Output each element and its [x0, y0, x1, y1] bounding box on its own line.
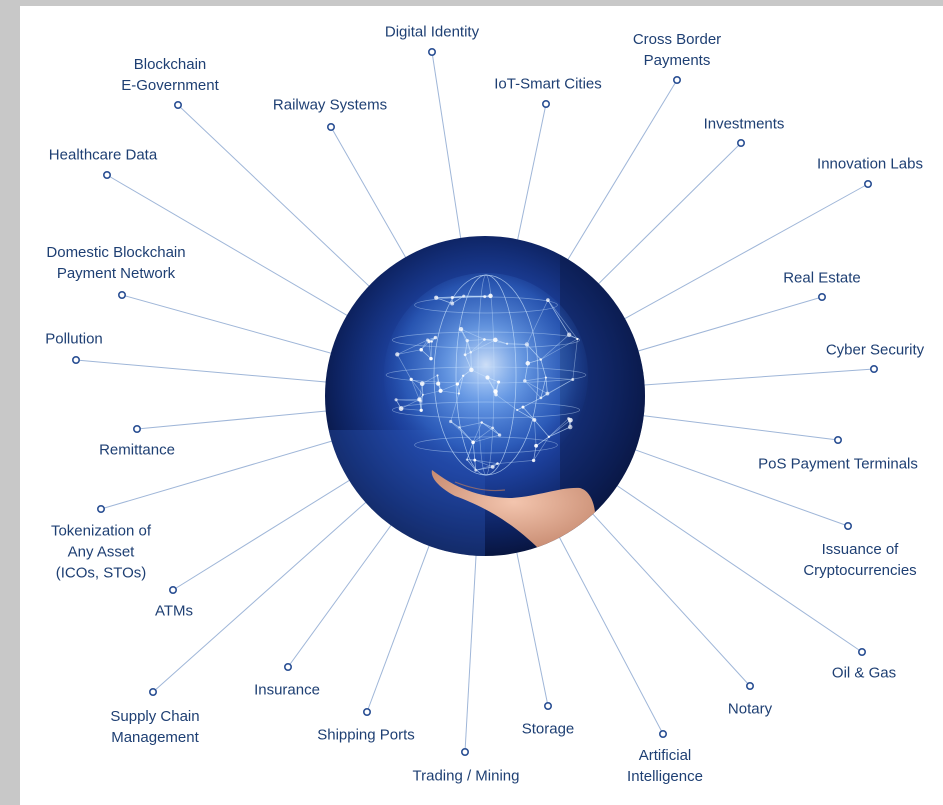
- use-case-label: Supply Chain Management: [110, 708, 200, 746]
- use-case-label: Digital Identity: [384, 23, 480, 41]
- use-case-label: Tokenization of Any Asset (ICOs, STOs): [50, 522, 152, 582]
- connector-line: [556, 532, 664, 735]
- connector-line: [638, 368, 875, 386]
- node-dot: [72, 355, 81, 364]
- use-case-label: Cross Border Payments: [632, 31, 722, 69]
- connector-line: [431, 51, 463, 244]
- connector-line: [464, 549, 477, 753]
- use-case-label: IoT-Smart Cities: [494, 75, 602, 93]
- use-case-label: Trading / Mining: [412, 767, 520, 785]
- use-case-label: Real Estate: [783, 269, 861, 287]
- node-dot: [843, 521, 852, 530]
- connector-line: [75, 359, 332, 383]
- connector-line: [612, 482, 863, 653]
- connector-line: [172, 476, 355, 591]
- connector-line: [121, 294, 337, 356]
- use-case-label: Investments: [703, 115, 785, 133]
- use-case-label: Oil & Gas: [831, 664, 897, 682]
- use-case-label: Artificial Intelligence: [627, 747, 703, 785]
- node-dot: [869, 364, 878, 373]
- node-dot: [97, 504, 106, 513]
- globe-network-hand-image: [325, 236, 645, 556]
- use-case-label: Storage: [521, 720, 575, 738]
- use-case-label: Railway Systems: [272, 96, 388, 114]
- connector-line: [629, 447, 849, 527]
- connector-line: [152, 498, 371, 693]
- use-case-label: Innovation Labs: [817, 155, 923, 173]
- connector-line: [366, 540, 432, 713]
- use-case-label: Domestic Blockchain Payment Network: [46, 244, 186, 282]
- use-case-label: PoS Payment Terminals: [758, 455, 918, 473]
- connector-line: [637, 414, 839, 441]
- node-dot: [326, 123, 335, 132]
- node-dot: [283, 662, 292, 671]
- use-case-label: Pollution: [45, 330, 103, 348]
- node-dot: [817, 292, 826, 301]
- node-dot: [149, 687, 158, 696]
- node-dot: [857, 647, 866, 656]
- node-dot: [745, 681, 754, 690]
- connector-line: [564, 79, 678, 265]
- use-case-label: Remittance: [99, 441, 175, 459]
- use-case-label: Cyber Security: [825, 341, 925, 359]
- connector-line: [136, 410, 332, 430]
- connector-line: [632, 296, 823, 354]
- use-case-label: ATMs: [154, 602, 194, 620]
- node-dot: [174, 101, 183, 110]
- connector-line: [594, 142, 742, 289]
- connector-line: [100, 438, 338, 510]
- use-case-label: Insurance: [254, 681, 320, 699]
- node-dot: [427, 47, 436, 56]
- use-case-label: Issuance of Cryptocurrencies: [803, 541, 917, 579]
- node-dot: [543, 701, 552, 710]
- connector-line: [588, 509, 751, 687]
- connector-line: [515, 546, 549, 707]
- connector-line: [619, 183, 869, 322]
- node-dot: [460, 747, 469, 756]
- connector-line: [106, 174, 353, 319]
- node-dot: [658, 729, 667, 738]
- node-dot: [541, 100, 550, 109]
- node-dot: [672, 76, 681, 85]
- use-case-label: Notary: [727, 700, 773, 718]
- node-dot: [863, 180, 872, 189]
- connector-line: [287, 520, 395, 668]
- connector-line: [177, 104, 374, 291]
- node-dot: [133, 424, 142, 433]
- use-case-label: Shipping Ports: [317, 726, 415, 744]
- node-dot: [833, 435, 842, 444]
- connector-line: [516, 103, 547, 246]
- use-case-label: Healthcare Data: [48, 146, 158, 164]
- node-dot: [362, 707, 371, 716]
- node-dot: [736, 139, 745, 148]
- node-dot: [169, 585, 178, 594]
- node-dot: [118, 290, 127, 299]
- use-case-label: Blockchain E-Government: [121, 56, 219, 94]
- node-dot: [103, 171, 112, 180]
- connector-line: [330, 126, 409, 263]
